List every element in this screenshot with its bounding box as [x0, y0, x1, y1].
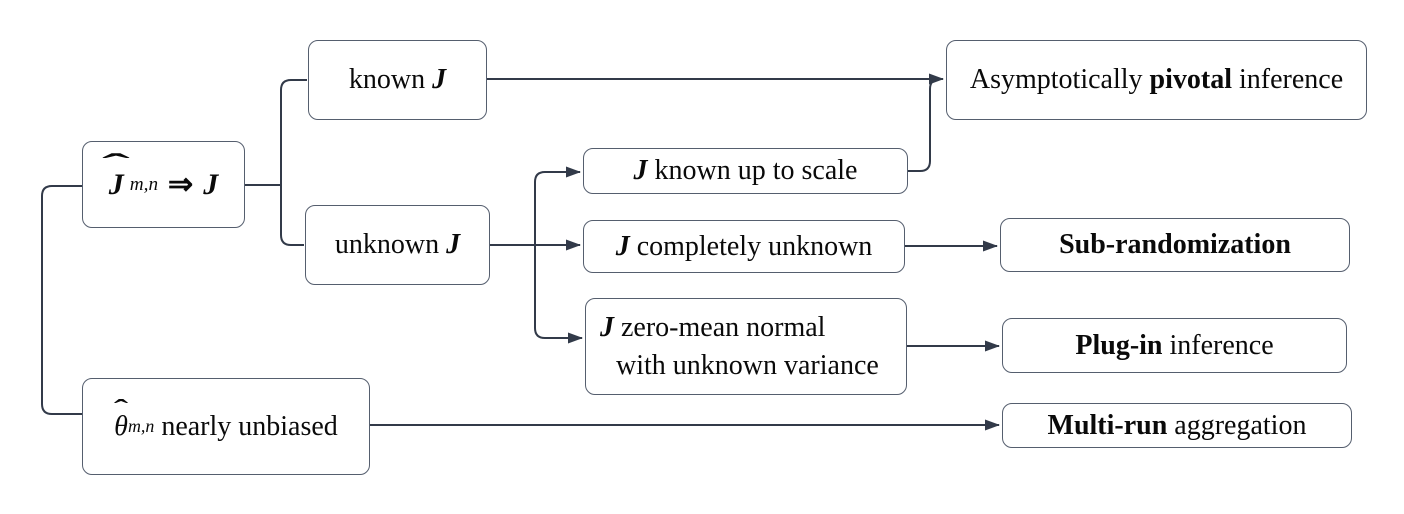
edge-scale-join-pivotal: [908, 78, 941, 172]
node-sub-randomization: Sub-randomization: [1000, 218, 1350, 272]
known-j-text: known: [348, 64, 433, 96]
scale-text: known up to scale: [647, 155, 858, 187]
hat-accent: ˆ: [102, 147, 131, 181]
pivotal-bold: pivotal: [1149, 64, 1232, 96]
plug-in-suffix: inference: [1162, 329, 1274, 361]
multi-run-bold: Multi-run: [1047, 409, 1168, 441]
multi-run-suffix: aggregation: [1167, 409, 1307, 441]
j-limit-letter: J: [203, 167, 219, 201]
j-symbol: J: [633, 155, 648, 187]
jhat-letter: J: [108, 167, 124, 201]
edge-left-bracket: [41, 185, 82, 415]
zero-mean-line2: with unknown variance: [616, 349, 879, 381]
node-plug-in-inference: Plug-in inference: [1002, 318, 1347, 373]
implies-symbol: ⇒: [168, 167, 194, 201]
theta-text: nearly unbiased: [154, 410, 338, 442]
j-symbol: J: [600, 311, 614, 343]
node-j-known-up-to-scale: J known up to scale: [583, 148, 908, 194]
plug-in-bold: Plug-in: [1075, 329, 1163, 361]
node-known-j: known J: [308, 40, 487, 120]
node-multi-run-aggregation: Multi-run aggregation: [1002, 403, 1352, 448]
zero-mean-line1: J zero-mean normal: [600, 309, 825, 347]
j-symbol: J: [432, 64, 447, 96]
theta-letter: θ: [114, 410, 128, 442]
node-j-completely-unknown: J completely unknown: [583, 220, 905, 273]
completely-unknown-text: completely unknown: [629, 230, 873, 262]
hat-accent: ˆ: [113, 396, 129, 424]
pivotal-prefix: Asymptotically: [969, 64, 1150, 96]
edge-unknown-to-zeromean: [534, 245, 583, 344]
unknown-j-text: unknown: [334, 229, 447, 261]
edge-unknown-to-scale: [534, 166, 581, 245]
node-pivotal-inference: Asymptotically pivotal inference: [946, 40, 1367, 120]
j-symbol: J: [615, 230, 630, 262]
j-symbol: J: [446, 229, 461, 261]
jhat-subscript: m,n: [129, 173, 159, 195]
theta-subscript: m,n: [127, 415, 155, 436]
zero-mean-text: zero-mean normal: [614, 311, 826, 343]
node-j-zero-mean-normal: J zero-mean normal with unknown variance: [585, 298, 907, 395]
pivotal-suffix: inference: [1231, 64, 1344, 96]
sub-randomization-label: Sub-randomization: [1059, 229, 1291, 261]
edge-root-split: [245, 79, 307, 246]
node-unknown-j: unknown J: [305, 205, 490, 285]
